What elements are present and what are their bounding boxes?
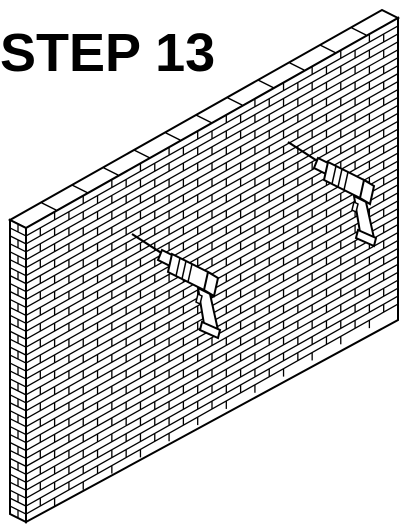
drill-trigger [352, 202, 358, 212]
wall-front-face [26, 18, 398, 522]
brick-wall [10, 10, 398, 522]
drill-trigger [196, 294, 202, 304]
